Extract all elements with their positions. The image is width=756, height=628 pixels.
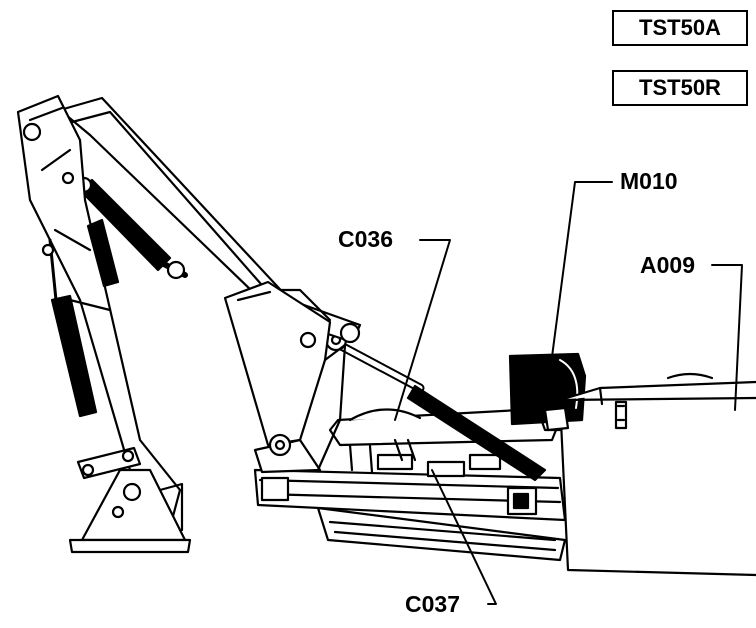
model-label-tst50a: TST50A (612, 10, 748, 46)
main-boom (58, 96, 362, 344)
dipper-arm (16, 94, 182, 522)
leader-lines (394, 181, 743, 605)
motor-block (508, 352, 587, 432)
hopper-tank (543, 372, 756, 577)
leader-a009 (711, 264, 743, 411)
leader-c037 (431, 469, 497, 605)
leader-m010 (549, 181, 613, 373)
callout-a009: A009 (640, 252, 695, 278)
callout-c036: C036 (338, 226, 393, 252)
head-linkage (68, 446, 192, 554)
chassis-body (253, 408, 567, 562)
dipper-ram (75, 176, 188, 280)
tilt-rams (41, 218, 120, 418)
callout-c037: C037 (405, 591, 460, 617)
model-label-tst50r: TST50R (612, 70, 748, 106)
callout-m010: M010 (620, 168, 678, 194)
mast-plate (223, 280, 347, 474)
leader-c036 (394, 239, 451, 421)
